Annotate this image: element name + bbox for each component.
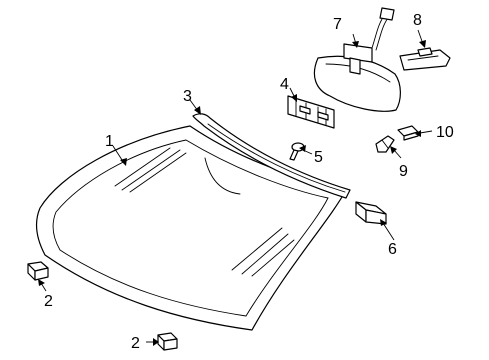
callout-9: 9	[399, 163, 408, 180]
mirror-cover	[399, 47, 451, 71]
callout-1: 1	[105, 133, 114, 150]
callout-8: 8	[413, 12, 422, 29]
callout-10: 10	[436, 124, 454, 141]
windshield-glass	[35, 125, 347, 331]
callout-7: 7	[333, 16, 342, 33]
callout-6: 6	[388, 241, 397, 258]
spacer-lower-left	[27, 261, 49, 281]
retainer-screw	[289, 142, 305, 161]
leader-lines	[38, 29, 433, 346]
mirror-bracket	[287, 95, 335, 129]
rear-view-mirror	[313, 7, 401, 112]
upper-molding	[192, 113, 351, 199]
clip-retainer	[397, 125, 419, 141]
spacer-bottom	[157, 332, 178, 351]
callout-2-bottom: 2	[131, 335, 140, 352]
callout-4: 4	[280, 76, 289, 93]
callout-5: 5	[314, 149, 323, 166]
callout-3: 3	[183, 88, 192, 105]
callout-2-left: 2	[44, 293, 53, 310]
